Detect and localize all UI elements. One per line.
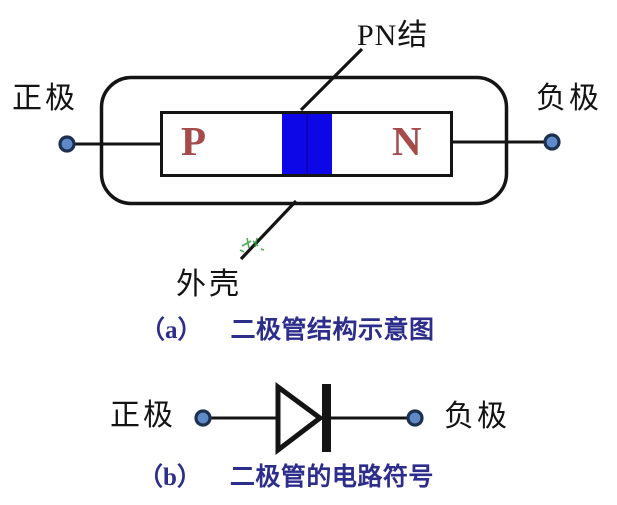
caption-b-index: （b）: [138, 464, 202, 491]
anode-terminal-dot: [58, 135, 76, 153]
n-region-letter: N: [392, 118, 422, 164]
p-region-letter: P: [181, 118, 207, 164]
shell-pointer-line: [239, 199, 298, 261]
pn-junction-label: PN结: [357, 19, 429, 52]
symbol-cathode-terminal-dot: [406, 409, 424, 427]
diode-cathode-bar: [322, 384, 331, 452]
symbol-anode-terminal-dot: [194, 409, 212, 427]
diode-triangle: [275, 382, 325, 456]
watermark-green-scribble: [239, 237, 265, 253]
cathode-terminal-dot: [543, 133, 561, 151]
caption-a: （a） 二极管结构示意图: [140, 318, 435, 343]
caption-a-text: 二极管结构示意图: [230, 317, 435, 344]
shell-label: 外壳: [176, 268, 242, 301]
cathode-label-b: 负极: [444, 400, 510, 433]
caption-b-text: 二极管的电路符号: [229, 464, 434, 491]
anode-label-b: 正极: [110, 399, 176, 432]
cathode-label-a: 负极: [536, 82, 602, 115]
anode-label-a: 正极: [12, 82, 78, 115]
pn-junction-pointer-line: [299, 47, 364, 112]
caption-a-index: （a）: [140, 317, 203, 344]
caption-b: （b） 二极管的电路符号: [138, 465, 434, 490]
